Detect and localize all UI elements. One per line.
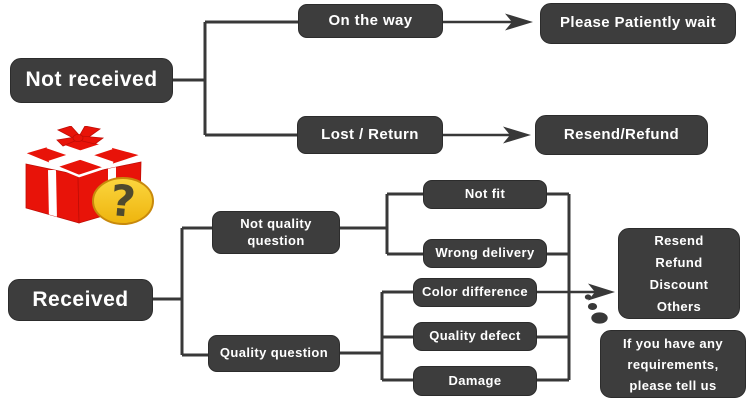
thought-dot-icon bbox=[584, 294, 592, 300]
node-not-received: Not received bbox=[10, 58, 173, 103]
gift-ribbon-lid-2 bbox=[48, 140, 113, 170]
question-mark: ? bbox=[108, 176, 137, 226]
node-label-line: requirements, bbox=[627, 356, 719, 372]
node-label-line: question bbox=[247, 232, 305, 248]
gift-ribbon-front bbox=[48, 169, 57, 221]
arrow-head-icon bbox=[503, 126, 531, 144]
node-label-line: Resend bbox=[654, 232, 704, 248]
thought-dot-icon bbox=[591, 312, 608, 324]
node-wrong-delivery: Wrong delivery bbox=[423, 239, 547, 268]
node-resend-refund: Resend/Refund bbox=[535, 115, 708, 155]
node-options: Resend Refund Discount Others bbox=[618, 228, 740, 319]
node-label-line: Others bbox=[656, 298, 702, 314]
arrow-head-icon bbox=[505, 13, 533, 31]
node-quality-question: Quality question bbox=[208, 335, 340, 372]
arrow-head-icon bbox=[588, 283, 615, 301]
node-damage: Damage bbox=[413, 366, 537, 396]
gift-bow-knot bbox=[72, 133, 84, 142]
node-lost-return: Lost / Return bbox=[297, 116, 443, 154]
node-please-patiently-wait: Please Patiently wait bbox=[540, 3, 736, 44]
node-label-line: Refund bbox=[655, 254, 703, 270]
node-label-line: If you have any bbox=[623, 335, 723, 351]
node-received: Received bbox=[8, 279, 153, 321]
thought-dot-icon bbox=[587, 303, 598, 310]
node-on-the-way: On the way bbox=[298, 4, 443, 38]
node-not-quality-question: Not quality question bbox=[212, 211, 340, 254]
node-requirements: If you have any requirements, please tel… bbox=[600, 330, 746, 398]
question-badge bbox=[92, 177, 154, 225]
node-color-difference: Color difference bbox=[413, 278, 537, 307]
node-label-line: Not quality bbox=[240, 216, 312, 232]
node-not-fit: Not fit bbox=[423, 180, 547, 209]
node-label-line: Discount bbox=[649, 276, 709, 292]
node-label-line: please tell us bbox=[629, 377, 717, 393]
node-quality-defect: Quality defect bbox=[413, 322, 537, 351]
gift-box-icon: ? bbox=[21, 126, 154, 226]
